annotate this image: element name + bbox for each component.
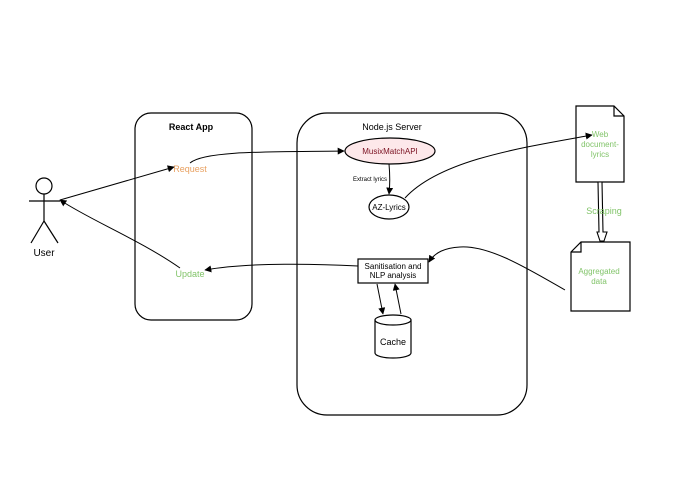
sanitisation-line1: Sanitisation and: [365, 262, 422, 271]
react-app-title: React App: [169, 122, 214, 132]
cache-cylinder: [374, 314, 412, 359]
request-label: Request: [173, 164, 207, 174]
sanitisation-to-update-arrow: [204, 263, 359, 273]
web-document-node: [575, 105, 625, 183]
cache-to-sanitisation-arrow: [392, 283, 402, 315]
scraping-label: Scraping: [586, 206, 622, 216]
sanitisation-nlp-box: [357, 258, 429, 284]
cache-label: Cache: [380, 337, 406, 347]
web-document-fold: [613, 106, 624, 117]
user-label: User: [33, 248, 55, 259]
azlyrics-node: [368, 194, 410, 220]
sanitisation-line2: NLP analysis: [370, 271, 417, 280]
user-to-request-arrow: [59, 165, 175, 201]
update-label: Update: [175, 269, 204, 279]
update-to-user-arrow: [59, 199, 181, 269]
web-doc-line1: Web: [592, 130, 609, 139]
aggregated-data-node: [570, 241, 631, 312]
aggregated-line2: data: [591, 277, 607, 286]
user-actor: [29, 177, 60, 244]
aggregated-line1: Aggregated: [578, 267, 619, 276]
sanitisation-to-cache-arrow: [376, 283, 386, 315]
musixmatch-api-node: [344, 137, 436, 165]
aggregated-data-fold: [571, 242, 582, 253]
server-title: Node.js Server: [362, 122, 422, 132]
scraping-arrow: [596, 181, 608, 242]
request-to-musixmatch-arrow: [189, 147, 345, 164]
web-doc-line2: document-: [581, 140, 619, 149]
web-doc-line3: lyrics: [591, 150, 609, 159]
azlyrics-label: AZ-Lyrics: [372, 203, 405, 212]
musixmatch-label: MusixMatchAPI: [362, 147, 418, 156]
react-app-box: [134, 112, 253, 321]
extract-lyrics-label: Extract lyrics: [353, 177, 387, 183]
musixmatch-to-azlyrics-arrow: [386, 163, 394, 195]
aggregated-to-sanitisation-arrow: [428, 246, 566, 291]
azlyrics-to-webdoc-arrow: [404, 132, 593, 199]
